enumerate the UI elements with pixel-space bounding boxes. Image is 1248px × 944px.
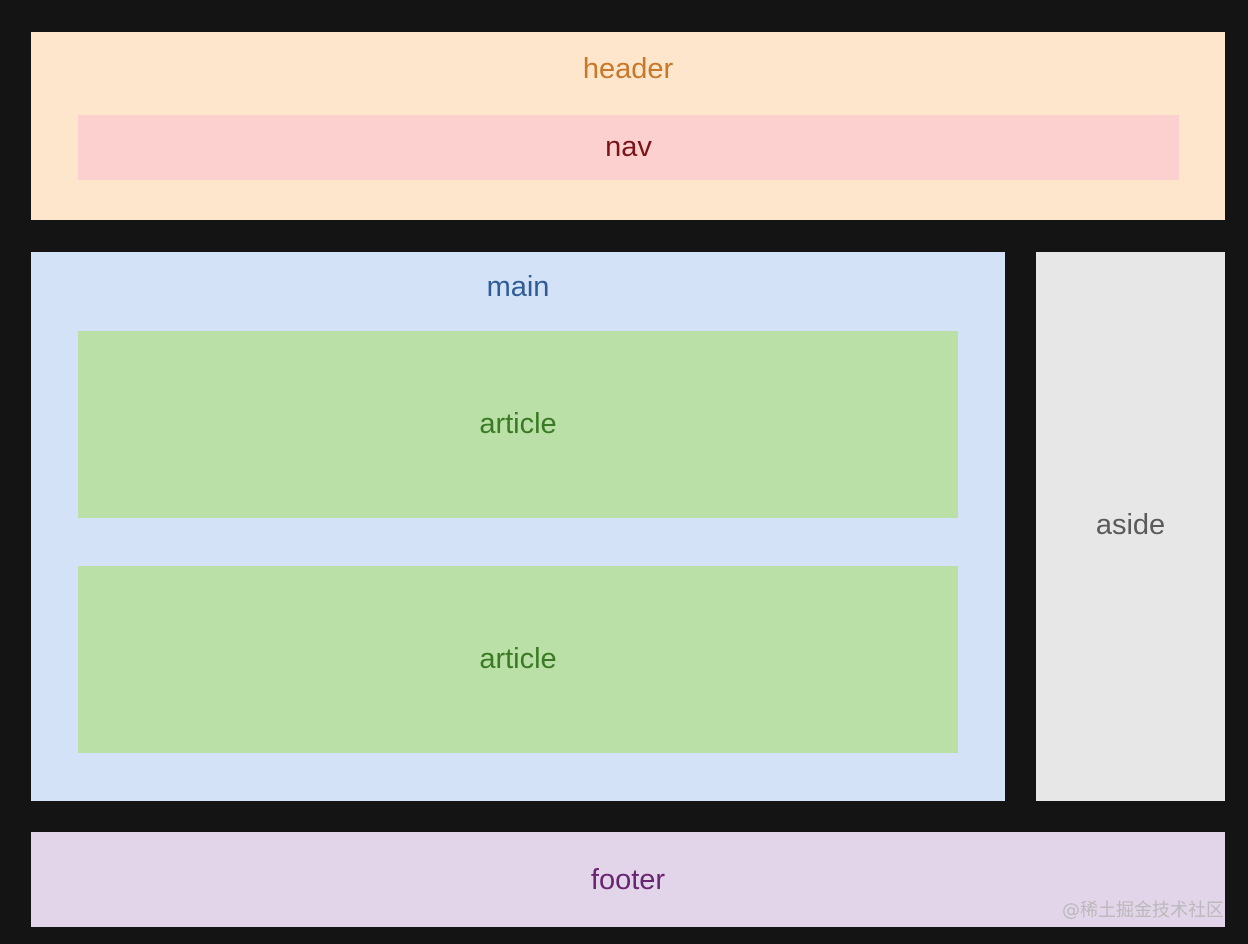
footer-label: footer	[590, 864, 666, 896]
header-label: header	[582, 53, 674, 85]
article-region: article	[78, 566, 958, 753]
footer-region: footer	[31, 832, 1225, 927]
nav-region: nav	[78, 115, 1179, 180]
aside-label: aside	[1095, 509, 1166, 541]
article-label: article	[479, 408, 557, 440]
aside-region: aside	[1036, 252, 1225, 801]
article-region: article	[78, 331, 958, 518]
watermark-text: @稀土掘金技术社区	[1062, 900, 1224, 921]
nav-label: nav	[605, 131, 652, 163]
article-label: article	[479, 643, 557, 675]
main-label: main	[486, 271, 550, 303]
